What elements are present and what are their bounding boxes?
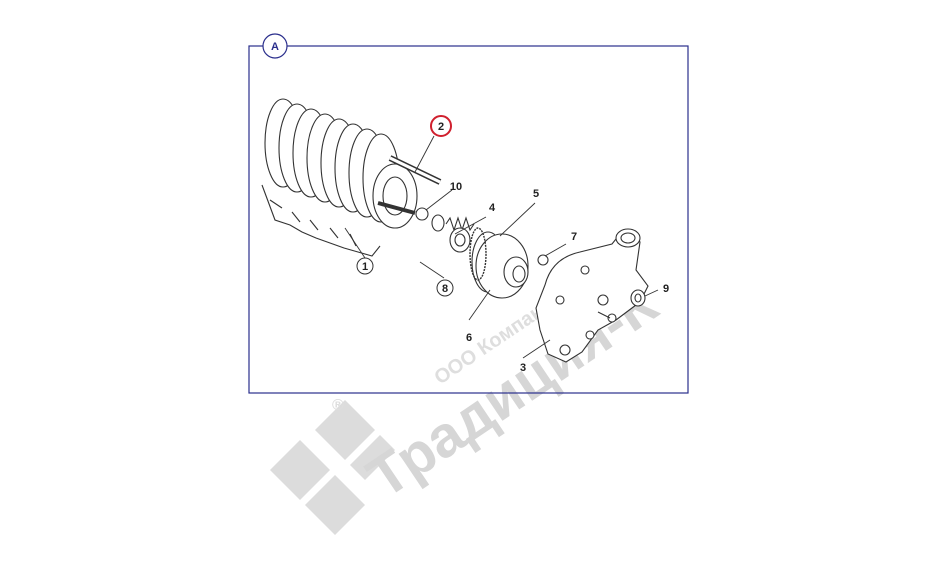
callout-6-label: 6 xyxy=(466,332,472,344)
diagram-frame xyxy=(248,45,689,394)
callout-5-label: 5 xyxy=(533,188,539,200)
callout-8-label: 8 xyxy=(442,283,448,295)
callout-2-highlighted: 2 xyxy=(430,115,452,137)
callout-1: 1 xyxy=(356,257,374,275)
leader-lines xyxy=(344,135,659,359)
callout-9: 9 xyxy=(663,283,669,295)
callout-10-label: 10 xyxy=(450,181,462,193)
callout-9-label: 9 xyxy=(663,283,669,295)
callout-7: 7 xyxy=(571,231,577,243)
callout-6: 6 xyxy=(466,332,472,344)
callout-4: 4 xyxy=(489,202,496,214)
bolt-part xyxy=(537,254,549,266)
rod-part xyxy=(388,155,442,185)
callout-5: 5 xyxy=(533,188,539,200)
frame-label: A xyxy=(271,41,279,53)
callout-3: 3 xyxy=(520,362,526,374)
pump-housing xyxy=(535,228,649,363)
callout-3-label: 3 xyxy=(520,362,526,374)
callout-8: 8 xyxy=(436,279,454,297)
spring-assembly xyxy=(431,214,475,253)
clutch-plate-stack xyxy=(261,98,418,257)
callout-1-label: 1 xyxy=(362,261,368,273)
shaft-pin xyxy=(377,201,429,221)
callout-4-label: 4 xyxy=(489,202,496,214)
callout-2-label: 2 xyxy=(438,121,444,133)
callout-10: 10 xyxy=(450,181,462,193)
ring-part xyxy=(469,227,487,281)
watermark-registered: ® xyxy=(332,397,344,414)
watermark-logo xyxy=(270,400,395,535)
callout-7-label: 7 xyxy=(571,231,577,243)
frame-label-badge: A xyxy=(262,33,288,59)
hub-part xyxy=(471,231,529,299)
